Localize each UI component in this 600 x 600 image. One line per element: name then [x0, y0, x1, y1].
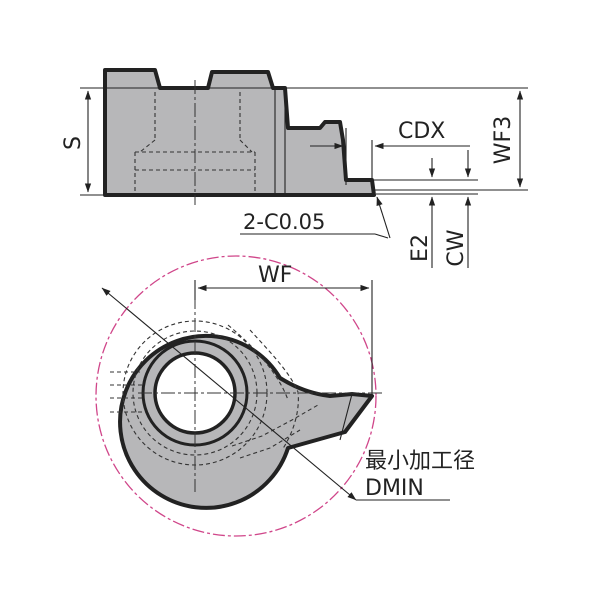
label-wf3: WF3	[491, 116, 516, 164]
label-chamfer: 2-C0.05	[243, 210, 325, 234]
dim-cdx: CDX	[310, 119, 470, 185]
label-s: S	[61, 136, 86, 150]
label-e2: E2	[408, 234, 433, 262]
label-dmin: DMIN	[365, 476, 424, 501]
side-view: S WF3 CDX E2 CW	[61, 68, 528, 268]
dmin-circle	[95, 255, 377, 537]
label-min-dia-jp: 最小加工径	[365, 449, 475, 474]
label-cdx: CDX	[398, 119, 445, 144]
dim-dmin: 最小加工径 DMIN	[101, 287, 475, 501]
dim-wf3: WF3	[280, 87, 528, 191]
side-view-body	[103, 68, 376, 197]
label-cw: CW	[444, 229, 469, 266]
top-view: WF 最小加工径 DMIN	[95, 255, 475, 537]
dim-e2-cw: E2 CW	[374, 150, 478, 268]
dim-s: S	[61, 87, 105, 196]
label-wf: WF	[258, 263, 292, 288]
dim-chamfer: 2-C0.05	[240, 196, 391, 239]
